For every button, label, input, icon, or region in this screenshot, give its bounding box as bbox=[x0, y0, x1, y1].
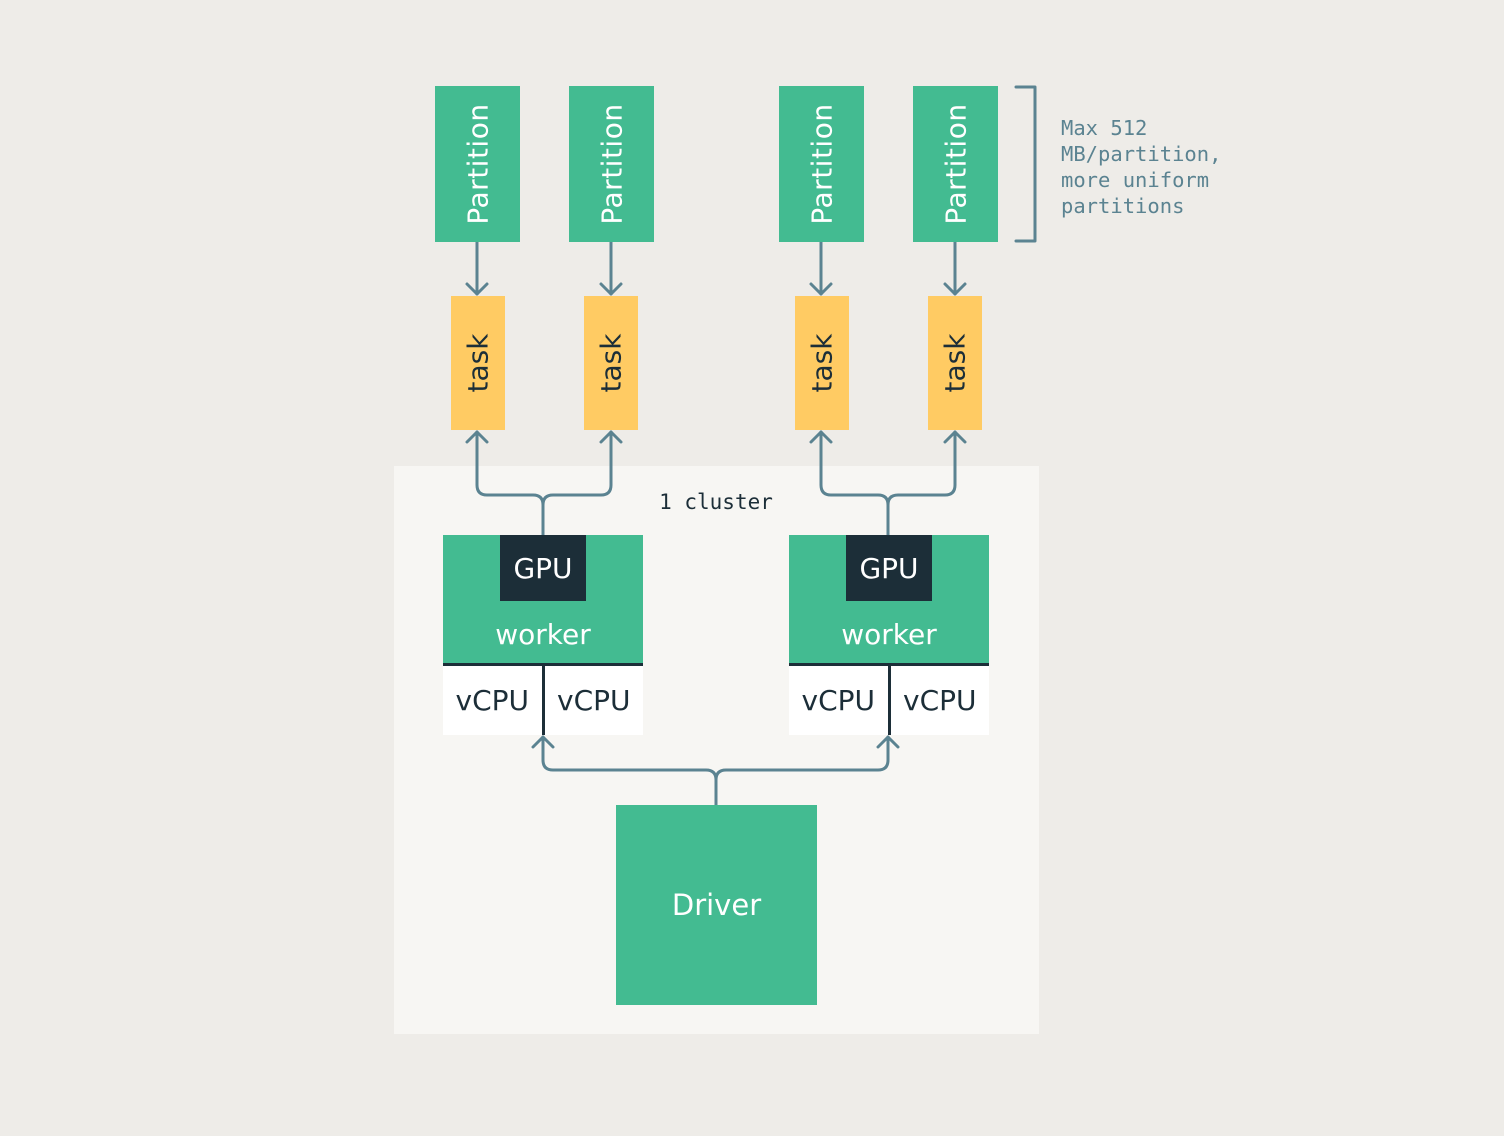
gpu-to-task-connector-right bbox=[809, 430, 967, 537]
partition-bracket bbox=[1014, 85, 1037, 243]
partition-label: Partition bbox=[939, 103, 972, 225]
gpu-to-task-connector-left bbox=[465, 430, 623, 537]
partition-to-task-arrow bbox=[943, 240, 967, 296]
vcpu-row: vCPU vCPU bbox=[789, 666, 989, 735]
partition-to-task-arrow bbox=[465, 240, 489, 296]
task-label: task bbox=[461, 333, 495, 393]
cluster-label: 1 cluster bbox=[659, 490, 773, 514]
partition-block: Partition bbox=[435, 86, 520, 242]
partition-to-task-arrow bbox=[599, 240, 623, 296]
task-block: task bbox=[584, 296, 638, 430]
worker-label: worker bbox=[495, 618, 591, 651]
task-block: task bbox=[928, 296, 982, 430]
partition-block: Partition bbox=[569, 86, 654, 242]
vcpu-cell: vCPU bbox=[557, 684, 631, 717]
gpu-block: GPU bbox=[846, 535, 932, 601]
gpu-block: GPU bbox=[500, 535, 586, 601]
task-label: task bbox=[805, 333, 839, 393]
partition-to-task-arrow bbox=[809, 240, 833, 296]
partition-label: Partition bbox=[461, 103, 494, 225]
partition-label: Partition bbox=[805, 103, 838, 225]
driver-node: Driver bbox=[616, 805, 817, 1005]
task-label: task bbox=[938, 333, 972, 393]
vcpu-cell: vCPU bbox=[443, 666, 545, 735]
partition-block: Partition bbox=[779, 86, 864, 242]
task-block: task bbox=[795, 296, 849, 430]
vcpu-cell: vCPU bbox=[903, 684, 977, 717]
driver-to-worker-connector bbox=[531, 735, 900, 807]
vcpu-cell: vCPU bbox=[789, 666, 891, 735]
partition-label: Partition bbox=[595, 103, 628, 225]
vcpu-row: vCPU vCPU bbox=[443, 666, 643, 735]
task-label: task bbox=[594, 333, 628, 393]
task-block: task bbox=[451, 296, 505, 430]
worker-label: worker bbox=[841, 618, 937, 651]
partition-block: Partition bbox=[913, 86, 998, 242]
partition-note: Max 512 MB/partition, more uniform parti… bbox=[1061, 116, 1222, 218]
